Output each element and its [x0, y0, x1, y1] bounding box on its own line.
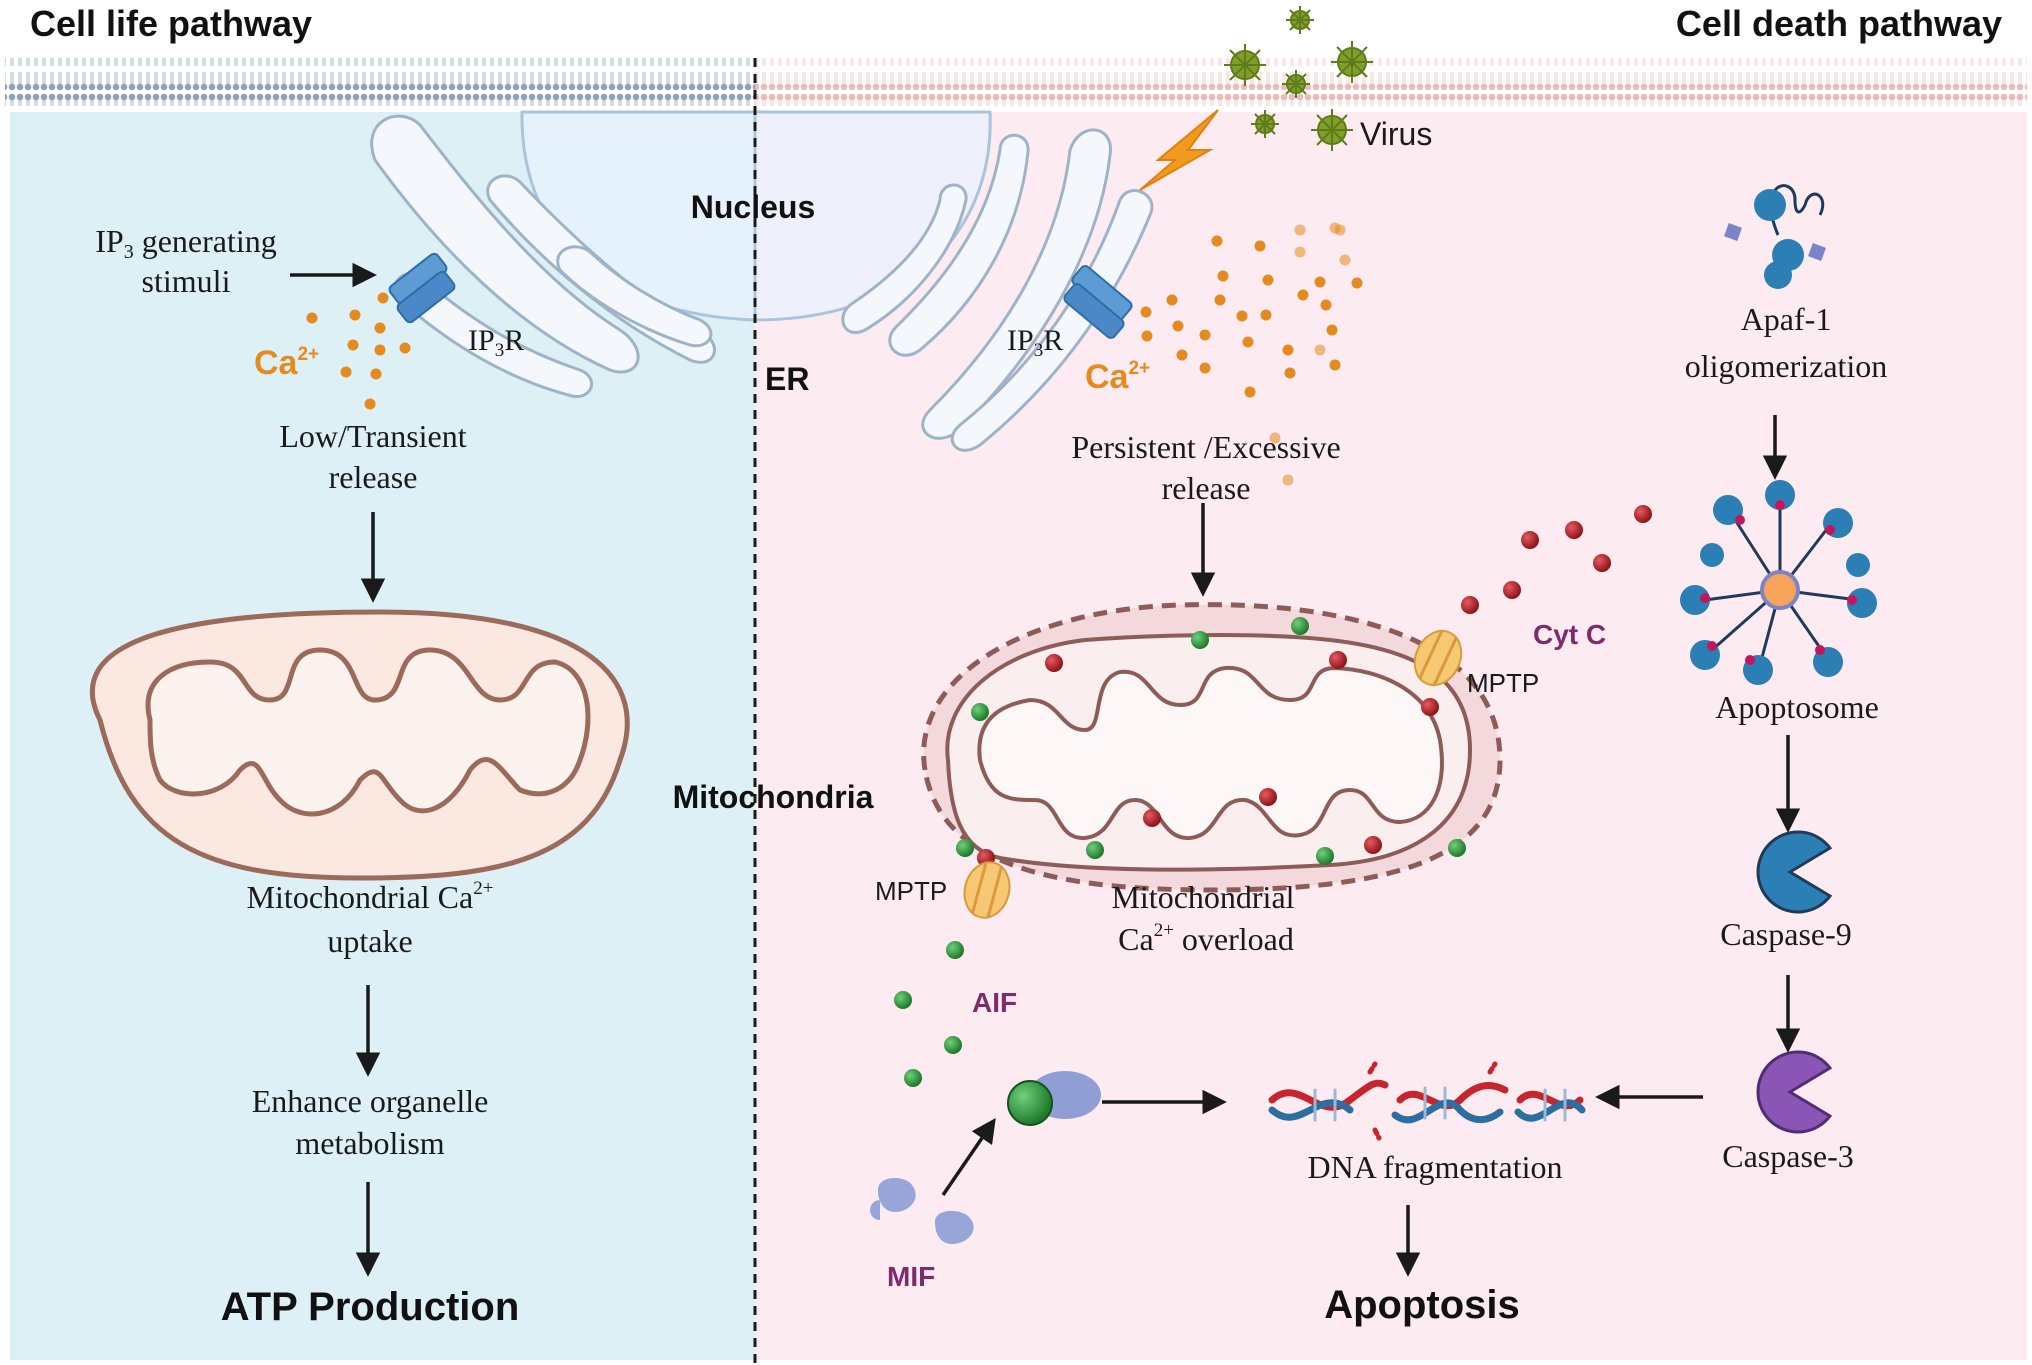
metabolism-label-2: metabolism [295, 1125, 444, 1161]
excessive-release-label: Persistent /Excessive [1071, 429, 1340, 465]
apaf-label: Apaf-1 [1741, 301, 1832, 337]
caspase-9-icon [1756, 830, 1833, 914]
caspase-9-label: Caspase-9 [1720, 916, 1852, 952]
overload-label-2: Ca2+ overload [1118, 920, 1294, 957]
pathway-arrows [290, 262, 1801, 1277]
aif-mif-complex [1007, 1071, 1101, 1126]
mitochondrion-left [89, 609, 630, 881]
caspase-3-label: Caspase-3 [1722, 1138, 1854, 1174]
ip3-stimuli-label: IP3 generating [95, 223, 277, 263]
mif-proteins [870, 1178, 974, 1244]
apoptosome-label: Apoptosome [1715, 689, 1879, 725]
apaf-label-2: oligomerization [1685, 348, 1888, 384]
aif-label: AIF [972, 987, 1017, 1018]
apaf-1-icon [1724, 184, 1826, 289]
mito-uptake-label-2: uptake [327, 923, 412, 959]
mitochondria-label: Mitochondria [673, 779, 874, 815]
calcium-ions-left [306, 292, 411, 410]
apoptosome-icon [1680, 480, 1877, 685]
left-title: Cell life pathway [30, 3, 312, 44]
er-left [370, 114, 716, 398]
dna-fragmentation-label: DNA fragmentation [1307, 1149, 1562, 1185]
low-release-label-2: release [329, 459, 418, 495]
virus-particles [1224, 6, 1373, 151]
plasma-membrane-right [755, 58, 2027, 106]
mitochondrion-right [921, 602, 1503, 893]
virus-label: Virus [1360, 116, 1432, 152]
atp-production-label: ATP Production [221, 1285, 520, 1329]
aif-proteins [894, 617, 1466, 1087]
mptp-label-bottom: MPTP [875, 876, 947, 906]
mito-uptake-label: Mitochondrial Ca2+ [247, 878, 494, 915]
ip3-stimuli-label-2: stimuli [142, 263, 231, 299]
er-right [841, 128, 1154, 452]
plasma-membrane-left [5, 58, 755, 106]
er-label: ER [765, 361, 809, 397]
excessive-release-label-2: release [1162, 470, 1251, 506]
mptp-label-top: MPTP [1467, 668, 1539, 698]
mptp-channel-bottom [963, 861, 1011, 919]
cytochrome-c [977, 505, 1652, 867]
overload-label: Mitochondrial [1111, 879, 1294, 915]
ip3r-channel-right [1063, 265, 1133, 339]
ca-label-left: Ca2+ [254, 344, 319, 382]
ip3r-channel-left [388, 252, 456, 324]
mptp-channel-top [1413, 629, 1463, 687]
dna-fragmentation-icon [1268, 1061, 1586, 1141]
ip3r-label-right: IP3R [1007, 324, 1063, 361]
apoptosis-label: Apoptosis [1324, 1283, 1520, 1327]
right-title: Cell death pathway [1676, 3, 2002, 44]
ca-label-right: Ca2+ [1085, 358, 1150, 396]
mif-label: MIF [887, 1261, 935, 1292]
cytc-label: Cyt C [1533, 619, 1606, 650]
lightning-icon [1139, 109, 1219, 191]
ip3r-label-left: IP3R [468, 324, 524, 361]
caspase-3-icon [1756, 1050, 1833, 1134]
nucleus-label: Nucleus [691, 189, 815, 225]
calcium-ions-right [1140, 222, 1363, 486]
low-release-label: Low/Transient [279, 418, 466, 454]
metabolism-label: Enhance organelle [252, 1083, 489, 1119]
